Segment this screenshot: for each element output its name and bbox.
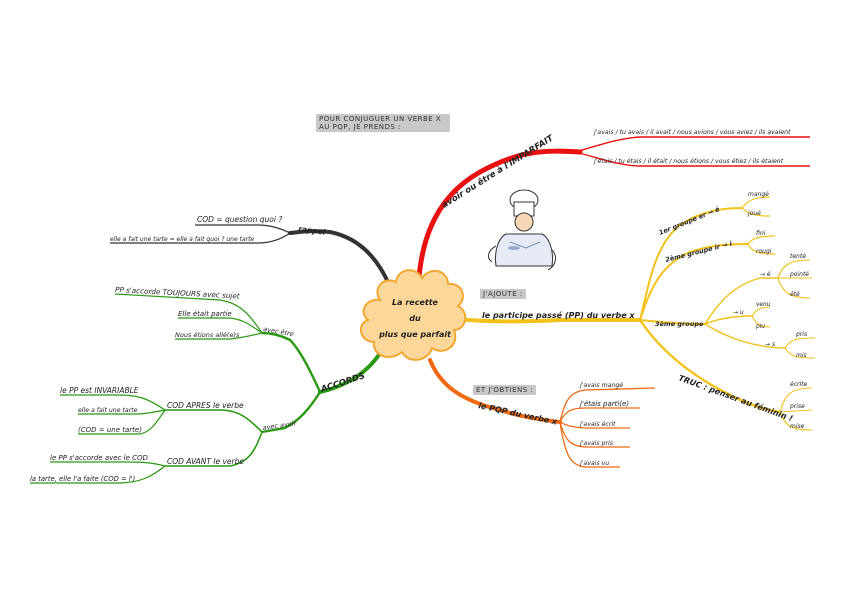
yellow-g1-sub-2: joué [747,210,761,217]
yellow-g3-e-sub-3 [777,277,811,299]
green-etre-sub-1 [114,293,263,334]
green-branch-line [318,348,384,394]
yellow-g1-sub-2 [741,207,771,217]
intro-tag: POUR CONJUGUER UN VERBE X AU PQP, JE PRE… [316,114,450,132]
yellow-g3-u-sub-1: venu [756,302,771,308]
red-sub-label-1: j'avais / tu avais / il avait / nous avi… [593,128,791,136]
obtiens-tag: ET J'OBTIENS : [473,385,537,395]
green-apres-line [165,409,263,433]
yellow-g3-s-sub-1 [784,337,816,349]
yellow-g3-e-sub-3: été [790,291,800,298]
red-sub-line-1 [574,136,810,153]
yellow-g3-e-sub-2: pointé [789,271,809,278]
yellow-truc-sub-3: mise [790,423,805,430]
orange-sub-3: j'avais écrit [579,420,616,428]
green-avant-label: COD AVANT le verbe [167,457,244,466]
black-sub-label-2: elle a fait une tarte = elle a fait quoi… [110,236,254,243]
black-branch-line [288,229,394,294]
center-cloud [359,269,467,361]
yellow-g3-s-sub-2 [784,347,816,359]
yellow-truc-label: TRUC : penser au féminin ! [677,372,794,423]
green-etre-sub-3: Nous étions allé(e)s [175,331,240,339]
ajoute-tag: J'AJOUTE : [480,289,526,299]
orange-sub-2 [559,407,640,423]
chef-illustration [488,189,556,271]
green-avant-sub-2: la tarte, elle l'a faite (COD = l') [30,475,135,483]
yellow-g3-u-sub-2: plu [755,324,765,330]
yellow-truc-sub-2: prise [789,403,805,410]
yellow-g3-e-sub-1 [777,259,811,279]
yellow-truc-sub-3 [779,411,813,431]
yellow-g3-s-label: → s [765,341,775,348]
yellow-truc-sub-1: écrite [790,381,807,388]
yellow-g3-u-sub-2 [751,315,771,328]
orange-sub-4 [559,421,630,448]
orange-sub-5 [559,421,620,468]
green-apres-sub-3: (COD = une tarte) [78,426,142,434]
yellow-truc-sub-2 [779,409,813,413]
red-sub-line-2 [574,151,810,167]
green-apres-sub-3 [78,409,166,435]
yellow-g1-sub-1: mangé [748,191,769,198]
black-sub-line-1 [195,224,291,234]
yellow-truc-line [639,319,781,414]
green-etre-sub-1: PP s'accorde TOUJOURS avec sujet [115,285,241,301]
orange-branch-line [428,358,562,424]
yellow-g2-label: 2ème groupe ir → i [665,239,734,263]
green-avant-line [165,431,263,467]
yellow-g1-sub-1 [741,196,771,209]
green-apres-sub-1 [60,394,166,411]
yellow-g1-label: 1er groupe er → é [658,205,722,237]
yellow-branch-label: le participe passé (PP) du verbe x [482,310,635,320]
yellow-g3-u-label: → u [733,309,744,316]
yellow-g3-e-label: → é [760,271,771,278]
orange-sub-2: j'étais parti(e) [579,400,629,408]
black-sub-label-1: COD = question quoi ? [197,215,282,224]
yellow-truc-sub-1 [779,387,813,413]
red-branch-label: avoir ou être à l'IMPARFAIT [440,132,557,211]
black-branch-label: rappel [298,224,327,237]
orange-sub-3 [559,421,630,429]
green-avant-sub-2 [30,465,166,484]
yellow-g3-e-sub-1: tenté [790,253,806,260]
black-sub-line-2 [110,232,291,244]
green-avoir-line [261,391,322,434]
orange-sub-1: j'avais mangé [579,381,623,389]
red-sub-label-2: j'étais / tu étais / il était / nous éti… [593,157,784,165]
yellow-g3-e-line [704,277,778,325]
yellow-g2-sub-2: rougi [756,248,772,255]
green-etre-sub-3 [175,332,263,340]
orange-sub-4: j'avais pris [579,440,614,447]
yellow-g3-u-sub-1 [751,306,771,317]
green-apres-sub-2 [78,409,166,415]
orange-sub-5: j'avais vu [579,460,609,467]
green-etre-sub-2 [178,317,263,334]
yellow-g2-sub-1: fini [756,230,766,237]
yellow-g3-s-sub-2: mis [796,352,807,359]
yellow-g3-s-line [704,323,786,349]
yellow-g3-label: 3ème groupe [655,320,704,328]
green-branch-label: ACCORDS [319,371,367,395]
center-line-1: La recette [392,298,438,307]
green-etre-sub-2: Elle était partie [178,310,232,318]
yellow-g3-s-sub-1: pris [795,331,807,338]
red-branch-line [415,148,583,293]
green-apres-sub-1: le PP est INVARIABLE [60,386,139,395]
yellow-g2-sub-2 [747,243,776,255]
orange-branch-label: le PQP du verbe x [478,401,559,427]
center-line-3: plus que parfait [378,330,452,339]
yellow-g2-line [639,243,749,321]
yellow-g3-line [639,319,706,325]
center-line-2: du [409,314,421,323]
yellow-g3-u-line [704,315,753,325]
green-etre-line [261,331,322,393]
yellow-g2-sub-1 [747,235,776,245]
orange-sub-1 [559,387,656,423]
green-avant-sub-1: le PP s'accorde avec le COD [50,454,149,462]
green-apres-label: COD APRES le verbe [167,401,244,410]
yellow-g1-line [639,207,743,321]
green-apres-sub-2: elle a fait une tarte [78,406,138,414]
green-avant-sub-1 [50,461,166,467]
